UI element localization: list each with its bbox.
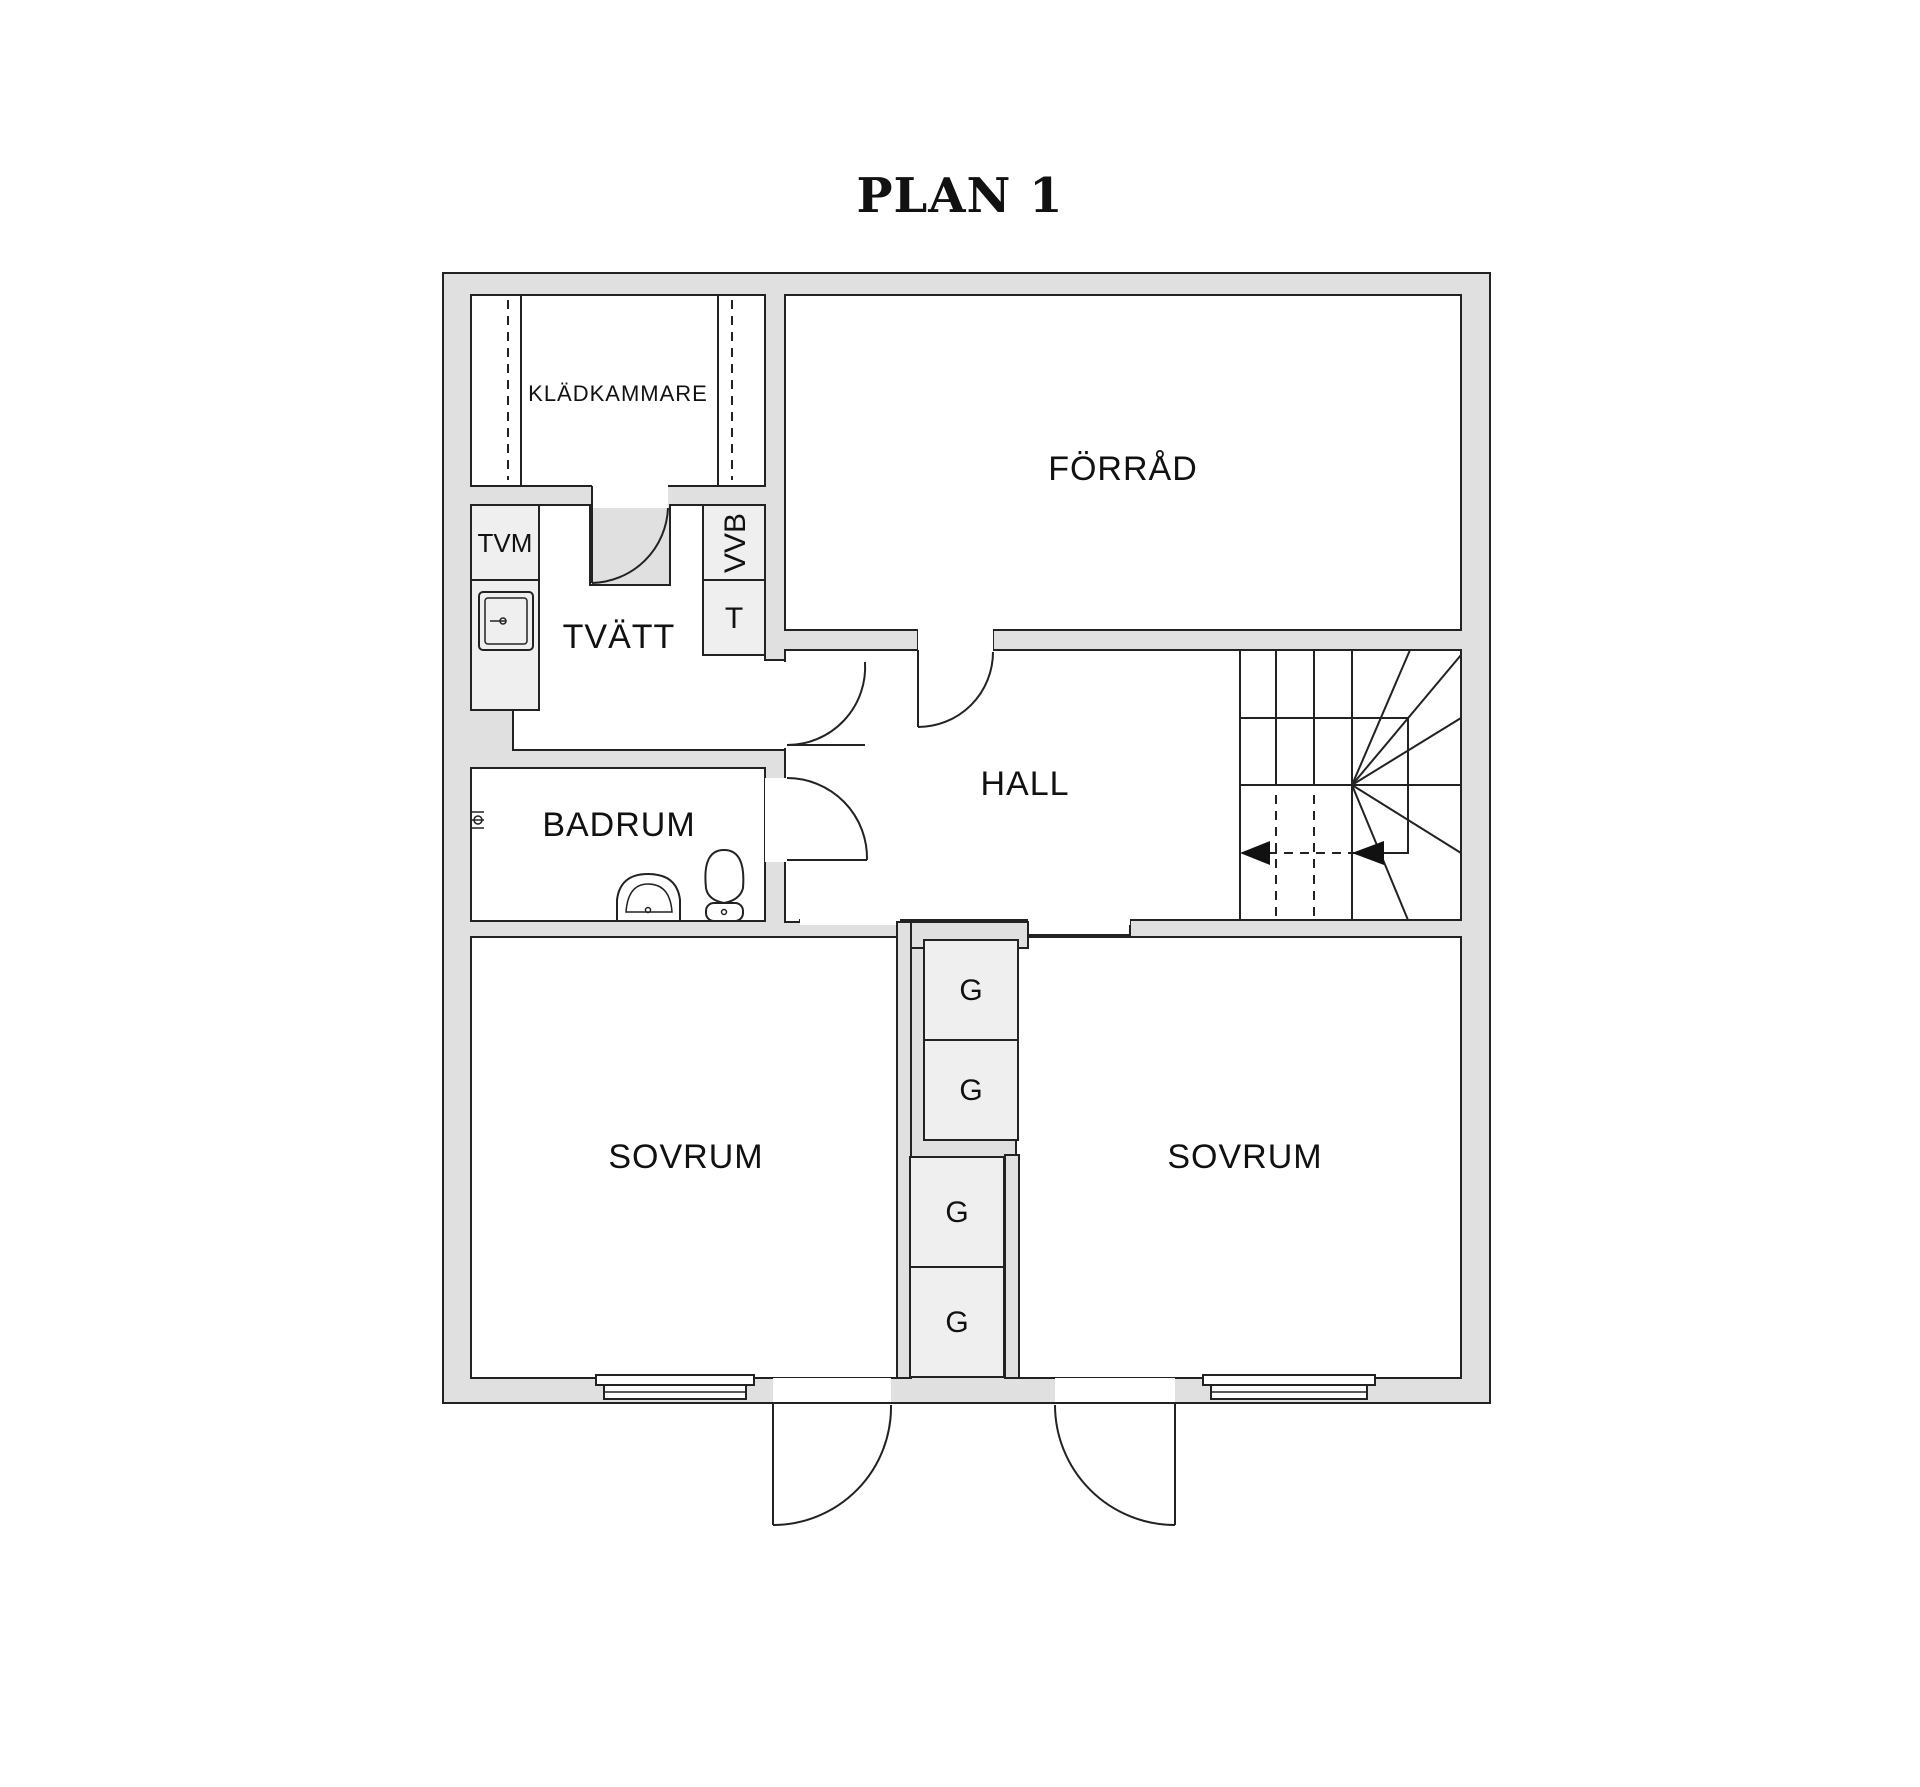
room-forrad	[784, 294, 1462, 631]
wardrobe-3	[909, 1156, 1005, 1268]
toilet-icon	[704, 848, 745, 905]
faucet-wall-icon	[472, 811, 484, 829]
wardrobe-2	[923, 1039, 1019, 1141]
label-kladkammare: KLÄDKAMMARE	[528, 381, 708, 406]
arrow-icon	[1352, 841, 1384, 865]
opening-hall-south	[800, 919, 900, 925]
label-t: T	[725, 602, 743, 635]
door-swing	[917, 651, 994, 728]
vvb-cabinet	[702, 504, 766, 581]
wardrobe-wall-vertical-2	[1004, 1154, 1020, 1379]
sink-cabinet	[470, 579, 540, 711]
door-swing	[1054, 1404, 1176, 1526]
sink-basin-inner	[484, 597, 528, 645]
door-swing	[786, 777, 869, 861]
opening-entrance-right	[1055, 1378, 1175, 1404]
label-sovrum-left: SOVRUM	[608, 1138, 763, 1176]
page-title: PLAN 1	[856, 168, 1064, 224]
window-left	[595, 1374, 755, 1400]
washbasin-inner-icon	[625, 883, 673, 913]
room-sovrum-left	[470, 936, 898, 1379]
washbasin-drain-icon	[644, 906, 652, 914]
label-wardrobe-3: G	[945, 1196, 968, 1229]
wardrobe-1	[923, 939, 1019, 1041]
label-wardrobe-1: G	[959, 974, 982, 1007]
opening-forrad	[918, 628, 993, 652]
opening-tvatt	[765, 662, 787, 748]
opening-hall-south-2	[1028, 919, 1130, 925]
label-hall: HALL	[980, 765, 1069, 803]
door-swing	[591, 507, 669, 584]
room-sovrum-right	[1015, 936, 1462, 1379]
label-wardrobe-4: G	[945, 1306, 968, 1339]
label-tvatt: TVÄTT	[563, 618, 676, 656]
label-forrad: FÖRRÅD	[1048, 450, 1198, 488]
wardrobe-wall-vertical	[896, 921, 912, 1379]
washbasin-icon	[616, 872, 681, 921]
t-cabinet	[702, 579, 766, 656]
opening-badrum	[765, 778, 787, 862]
toilet-tank-icon	[705, 902, 744, 922]
label-vvb: VVB	[719, 513, 752, 573]
room-hall	[784, 629, 1462, 936]
toilet-flush-icon	[720, 908, 728, 916]
label-sovrum-right: SOVRUM	[1167, 1138, 1322, 1176]
label-badrum: BADRUM	[542, 806, 695, 844]
arrow-icon	[1240, 841, 1270, 865]
label-tvm: TVM	[478, 528, 533, 558]
door-swing	[772, 1404, 893, 1526]
label-wardrobe-2: G	[959, 1074, 982, 1107]
sink-basin-outer	[478, 591, 534, 651]
window-right	[1202, 1374, 1376, 1400]
opening-entrance-left	[773, 1378, 891, 1404]
wardrobe-4	[909, 1266, 1005, 1378]
door-swing	[786, 661, 867, 747]
opening-kladkammare	[592, 484, 668, 508]
staircase	[1239, 649, 1462, 921]
